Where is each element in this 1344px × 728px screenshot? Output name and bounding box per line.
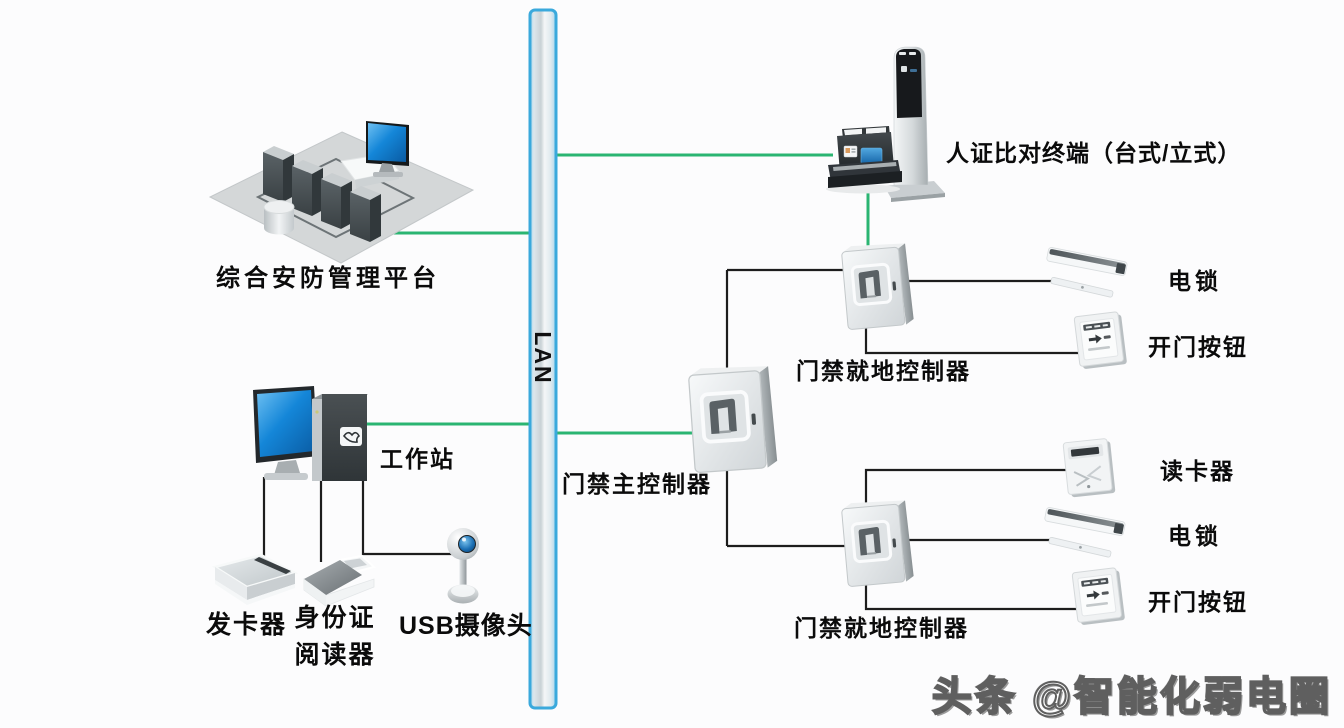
database-cylinder (263, 200, 295, 235)
wire-controller2-button2 (864, 582, 1076, 611)
desktop-terminal (826, 126, 902, 194)
server-tower-1 (263, 146, 294, 202)
label-main-controller: 门禁主控制器 (562, 471, 712, 497)
workstation-tower (312, 394, 368, 481)
electric-lock-2-illustration (1044, 507, 1126, 558)
wire-controller2-reader (864, 468, 1068, 514)
label-lock-2: 电锁 (1168, 523, 1222, 549)
card-reader-illustration (1062, 438, 1116, 498)
local-controller-2-illustration (841, 500, 914, 587)
card-issuer-illustration (211, 553, 299, 605)
server-tower-4 (350, 186, 381, 242)
server-tower-3 (321, 173, 352, 229)
usb-camera-illustration (447, 528, 479, 604)
label-open-button-1: 开门按钮 (1148, 334, 1248, 360)
security-platform-illustration (208, 121, 475, 264)
workstation-monitor (253, 386, 318, 480)
lan-bus-label: LAN (530, 331, 557, 385)
wire-tower-camera (361, 476, 455, 556)
label-card-issuer: 发卡器 (206, 611, 288, 639)
lan-bus-bar (528, 8, 558, 710)
label-verification-terminal: 人证比对终端（台式/立式） (946, 140, 1242, 166)
exit-button-1-illustration (1073, 311, 1127, 369)
label-id-card-reader: 身份证 阅读器 (292, 600, 378, 674)
label-lock-1: 电锁 (1168, 268, 1222, 294)
main-controller-illustration (688, 366, 778, 474)
label-open-button-2: 开门按钮 (1148, 589, 1248, 615)
id-card-reader-illustration (303, 554, 377, 607)
label-card-reader: 读卡器 (1160, 458, 1235, 484)
watermark-text: 头条 @智能化弱电圈 (931, 674, 1332, 720)
platform-monitor (366, 121, 409, 177)
local-controller-1-illustration (841, 243, 914, 330)
label-usb-camera: USB摄像头 (399, 612, 533, 640)
server-tower-2 (292, 160, 323, 216)
workstation-illustration (253, 386, 368, 481)
label-id-card-reader-line1: 身份证 (294, 604, 376, 632)
label-local-controller-2: 门禁就地控制器 (794, 615, 969, 641)
label-local-controller-1: 门禁就地控制器 (796, 358, 971, 384)
electric-lock-1-illustration (1046, 247, 1128, 298)
standing-kiosk (884, 46, 945, 202)
label-security-platform: 综合安防管理平台 (216, 265, 440, 292)
label-workstation: 工作站 (380, 446, 455, 472)
black-wire-links (262, 268, 1078, 611)
wire-controller1-button1 (864, 326, 1078, 355)
verification-terminal-illustration (826, 46, 945, 202)
label-id-card-reader-line2: 阅读器 (294, 641, 376, 669)
exit-button-2-illustration (1071, 567, 1125, 625)
